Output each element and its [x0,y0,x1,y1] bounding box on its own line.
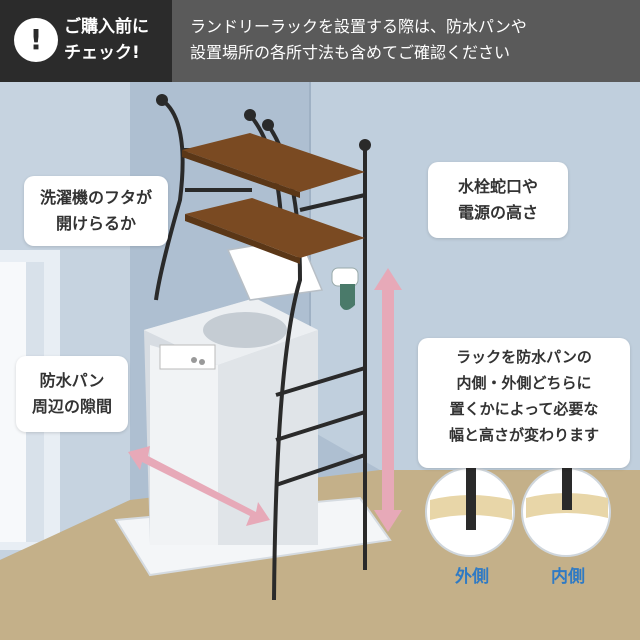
exclamation-icon: ! [14,18,58,62]
info-line-4: 幅と高さが変わります [448,426,599,444]
header-message-line-1: ランドリーラックを設置する際は、防水パンや [190,17,527,36]
inside-placement-inset [521,466,611,557]
header-badge-panel: ! ご購入前に チェック! [0,0,172,82]
height-arrow-icon [374,268,402,532]
pan-gap-callout: 防水パン 周辺の隙間 [16,356,128,432]
shelf-middle [185,198,365,258]
lid-check-callout: 洗濯機のフタが 開けらるか [24,176,168,246]
placement-info-callout: ラックを防水パンの 内側・外側どちらに 置くかによって必要な 幅と高さが変わりま… [418,338,630,634]
header-message: ランドリーラックを設置する際は、防水パンや 設置場所の各所寸法も含めてご確認くだ… [190,14,630,66]
gap-arrow-icon [128,446,270,526]
badge-line-2: チェック! [64,43,140,63]
badge-line-1: ご購入前に [64,17,149,37]
pan-callout-line-1: 防水パン [39,371,105,390]
shelf-top-edge [182,150,300,198]
faucet-icon [331,267,359,310]
info-line-2: 内側・外側どちらに [456,374,592,392]
outside-placement-inset [425,466,515,557]
faucet-callout-line-1: 水栓蛇口や [457,177,538,196]
lid-callout-line-2: 開けらるか [55,214,136,233]
header-banner: ! ご購入前に チェック! ランドリーラックを設置する際は、防水パンや 設置場所… [0,0,640,82]
faucet-height-callout: 水栓蛇口や 電源の高さ [428,162,568,238]
shelf-middle-edge [185,214,300,264]
placement-info-text: ラックを防水パンの 内側・外側どちらに 置くかによって必要な 幅と高さが変わりま… [418,338,630,468]
info-line-3: 置くかによって必要な [449,400,599,418]
outside-label: 外側 [455,567,489,587]
header-message-line-2: 設置場所の各所寸法も含めてご確認ください [190,43,511,62]
lid-callout-line-1: 洗濯機のフタが [39,188,152,207]
badge-title: ご購入前に チェック! [64,14,172,66]
shelf-top [182,133,365,192]
faucet-callout-line-2: 電源の高さ [457,203,538,222]
pan-callout-line-2: 周辺の隙間 [31,397,112,416]
info-line-1: ラックを防水パンの [456,348,592,366]
rack-caps [156,94,371,151]
inside-label: 内側 [551,567,585,587]
